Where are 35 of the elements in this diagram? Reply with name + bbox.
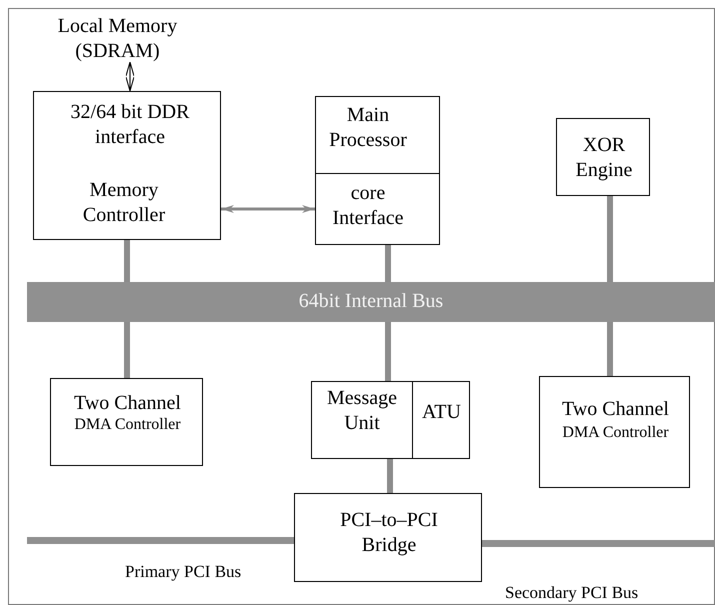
connector-line xyxy=(607,322,613,376)
block-name: Local Memory (SDRAM) xyxy=(56,14,178,64)
memory-controller-box xyxy=(33,91,221,240)
connector-line xyxy=(124,322,130,378)
message-unit-box xyxy=(311,381,470,459)
double-arrow xyxy=(221,205,315,213)
secondary-bus-bar xyxy=(482,540,715,547)
block-name: Main Processor xyxy=(328,103,408,153)
engine-box xyxy=(556,118,650,196)
block-subtitle: ATU xyxy=(421,400,462,425)
primary-bus-bar xyxy=(27,537,294,544)
connector-line xyxy=(124,240,130,282)
double-arrow xyxy=(126,62,134,92)
dma-controller-box xyxy=(50,378,203,466)
dma-controller-box xyxy=(539,376,690,488)
block-name: PCI–to–PCI Bridge xyxy=(339,508,439,558)
connector-line xyxy=(385,322,391,381)
block-name: 64bit Internal Bus xyxy=(298,289,444,314)
internal-bus xyxy=(27,282,715,322)
connector-line xyxy=(607,196,613,282)
bridge-box xyxy=(294,493,482,582)
bus-label: Primary PCI Bus xyxy=(125,561,242,583)
connector-line xyxy=(387,459,393,493)
bus-label: Secondary PCI Bus xyxy=(505,582,638,604)
processor-box xyxy=(315,96,440,245)
interface-text: 32/64 bit DDR interface xyxy=(70,100,190,150)
block-subtitle: DMA Controller xyxy=(561,423,670,443)
connector-line xyxy=(385,245,391,282)
block-subtitle: core Interface xyxy=(331,181,405,231)
block-name: Memory Controller xyxy=(82,178,166,228)
block-name: Two Channel xyxy=(561,397,670,422)
block-name: Two Channel xyxy=(73,391,182,416)
block-name: Message Unit xyxy=(326,386,398,436)
block-subtitle: DMA Controller xyxy=(73,415,182,435)
block-name: XOR Engine xyxy=(574,133,634,183)
